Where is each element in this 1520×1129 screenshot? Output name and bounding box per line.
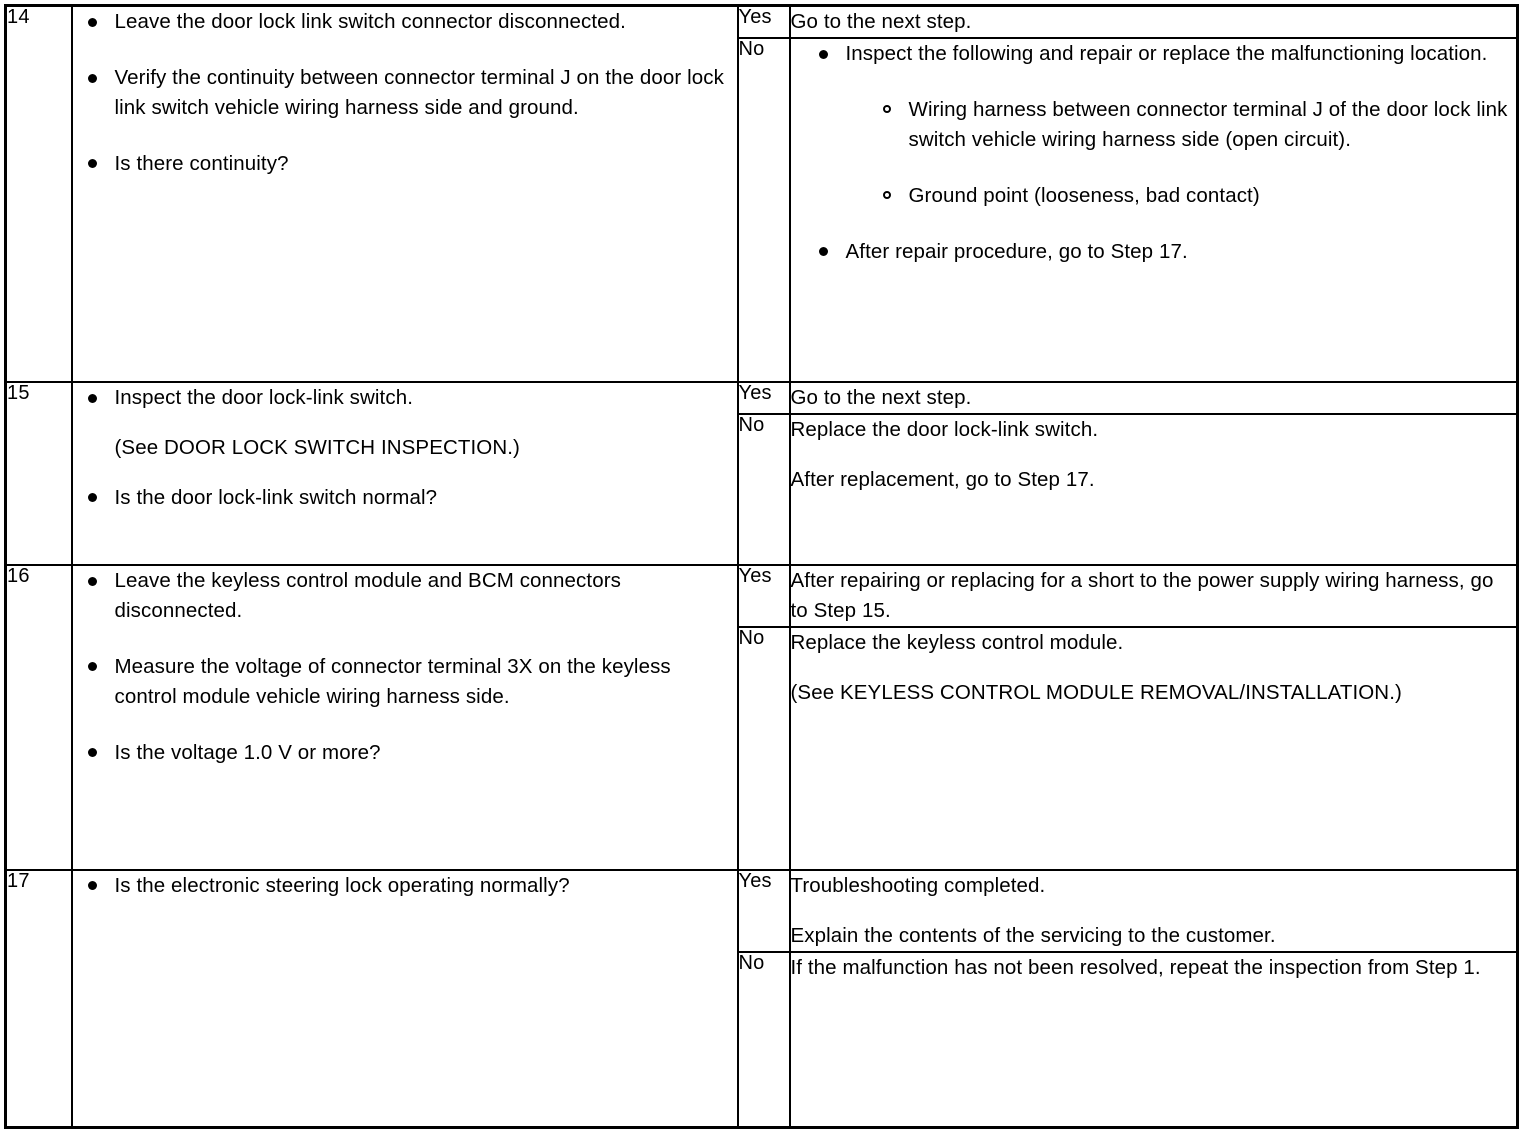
- troubleshooting-table: 14 Leave the door lock link switch conne…: [4, 4, 1519, 1129]
- filled-bullet-icon: [87, 393, 97, 403]
- action-cell: Inspect the following and repair or repl…: [788, 36, 1519, 383]
- answer-label-no: No: [736, 625, 791, 871]
- table-row: No Inspect the following and repair or r…: [6, 36, 1519, 383]
- reference-text: (See DOOR LOCK SWITCH INSPECTION.): [114, 435, 520, 459]
- answer-label-no: No: [736, 36, 791, 383]
- hollow-bullet-icon: [882, 190, 891, 199]
- action-text: Explain the contents of the servicing to…: [790, 923, 1276, 947]
- list-item-text: Leave the door lock link switch connecto…: [114, 10, 626, 33]
- list-item-text: Inspect the door lock-link switch.: [114, 385, 413, 409]
- action-cell: Go to the next step.: [788, 380, 1519, 415]
- list-item-text: Is the electronic steering lock operatin…: [114, 873, 570, 897]
- table-row: 17 Is the electronic steering lock opera…: [4, 868, 1519, 1129]
- list-item: Measure the voltage of connector termina…: [73, 652, 737, 712]
- filled-bullet-icon: [87, 17, 97, 27]
- filled-bullet-icon: [818, 49, 828, 59]
- reference-text: (See KEYLESS CONTROL MODULE REMOVAL/INST…: [790, 680, 1402, 704]
- answer-label-yes: Yes: [736, 868, 791, 953]
- table-row: 15 Inspect the door lock-link switch. (S…: [4, 380, 1519, 566]
- action-text: After repairing or replacing for a short…: [790, 568, 1494, 622]
- action-text: Go to the next step.: [790, 10, 972, 33]
- action-text: After replacement, go to Step 17.: [790, 467, 1095, 491]
- answer-label-yes: Yes: [736, 563, 791, 628]
- procedure-cell: Leave the door lock link switch connecto…: [70, 4, 739, 383]
- list-item-text: Verify the continuity between connector …: [114, 65, 725, 119]
- filled-bullet-icon: [87, 748, 97, 758]
- answer-label-yes: Yes: [736, 4, 791, 39]
- action-cell: Troubleshooting completed. Explain the c…: [788, 868, 1519, 953]
- troubleshooting-sheet: 14 Leave the door lock link switch conne…: [0, 4, 1520, 1129]
- filled-bullet-icon: [87, 576, 97, 586]
- table-row: 14 Leave the door lock link switch conne…: [4, 4, 1519, 383]
- list-item-text: Is the door lock-link switch normal?: [114, 485, 438, 509]
- filled-bullet-icon: [87, 73, 97, 83]
- sub-list-item: Wiring harness between connector termina…: [791, 95, 1517, 155]
- list-item-text: Is the voltage 1.0 V or more?: [114, 740, 381, 764]
- action-cell: If the malfunction has not been resolved…: [788, 950, 1519, 1129]
- answer-label-yes: Yes: [736, 380, 791, 415]
- action-text: Go to the next step.: [790, 385, 972, 409]
- list-item: After repair procedure, go to Step 17.: [791, 237, 1517, 267]
- filled-bullet-icon: [87, 159, 97, 169]
- step-number-cell: 17: [4, 868, 73, 1129]
- step-number-cell: 16: [4, 563, 73, 871]
- action-cell: After repairing or replacing for a short…: [788, 563, 1519, 628]
- list-item: Verify the continuity between connector …: [73, 63, 737, 123]
- list-item-text: Leave the keyless control module and BCM…: [114, 568, 621, 622]
- table-row: 16 Leave the keyless control module and …: [4, 563, 1519, 871]
- hollow-bullet-icon: [882, 105, 891, 114]
- list-item: Inspect the following and repair or repl…: [791, 39, 1517, 69]
- filled-bullet-icon: [87, 493, 97, 503]
- step-number-cell: 14: [4, 4, 73, 383]
- list-item: Is there continuity?: [73, 149, 737, 179]
- table-row: No Replace the keyless control module. (…: [6, 625, 1519, 871]
- list-item-text: Measure the voltage of connector termina…: [114, 654, 671, 708]
- sub-list-item: Ground point (looseness, bad contact): [791, 181, 1517, 211]
- action-cell: Go to the next step.: [788, 4, 1519, 39]
- table-row: No Replace the door lock-link switch. Af…: [6, 412, 1519, 566]
- action-cell: Replace the door lock-link switch. After…: [788, 412, 1519, 566]
- procedure-cell: Leave the keyless control module and BCM…: [70, 563, 739, 871]
- action-cell: Replace the keyless control module. (See…: [788, 625, 1519, 871]
- answer-label-no: No: [736, 950, 791, 1129]
- action-text: Replace the door lock-link switch.: [790, 417, 1099, 441]
- answer-label-no: No: [736, 412, 791, 566]
- filled-bullet-icon: [87, 662, 97, 672]
- list-item: Is the electronic steering lock operatin…: [73, 871, 737, 901]
- action-text: If the malfunction has not been resolved…: [790, 955, 1481, 979]
- procedure-cell: Is the electronic steering lock operatin…: [70, 868, 739, 1129]
- filled-bullet-icon: [818, 247, 828, 257]
- list-item: Leave the door lock link switch connecto…: [73, 7, 737, 37]
- sub-list-item-text: Ground point (looseness, bad contact): [908, 183, 1260, 207]
- action-text: Troubleshooting completed.: [790, 873, 1046, 897]
- list-item: Leave the keyless control module and BCM…: [73, 566, 737, 626]
- list-item: Inspect the door lock-link switch.: [73, 383, 737, 413]
- list-item-text: Inspect the following and repair or repl…: [845, 41, 1488, 65]
- list-item-text: Is there continuity?: [114, 151, 289, 175]
- action-text: Replace the keyless control module.: [790, 630, 1124, 654]
- list-item: Is the voltage 1.0 V or more?: [73, 738, 737, 768]
- list-item-text: After repair procedure, go to Step 17.: [845, 239, 1188, 263]
- step-number-cell: 15: [4, 380, 73, 566]
- list-item: Is the door lock-link switch normal?: [73, 483, 737, 513]
- sub-list-item-text: Wiring harness between connector termina…: [908, 97, 1508, 151]
- procedure-cell: Inspect the door lock-link switch. (See …: [70, 380, 739, 566]
- filled-bullet-icon: [87, 881, 97, 891]
